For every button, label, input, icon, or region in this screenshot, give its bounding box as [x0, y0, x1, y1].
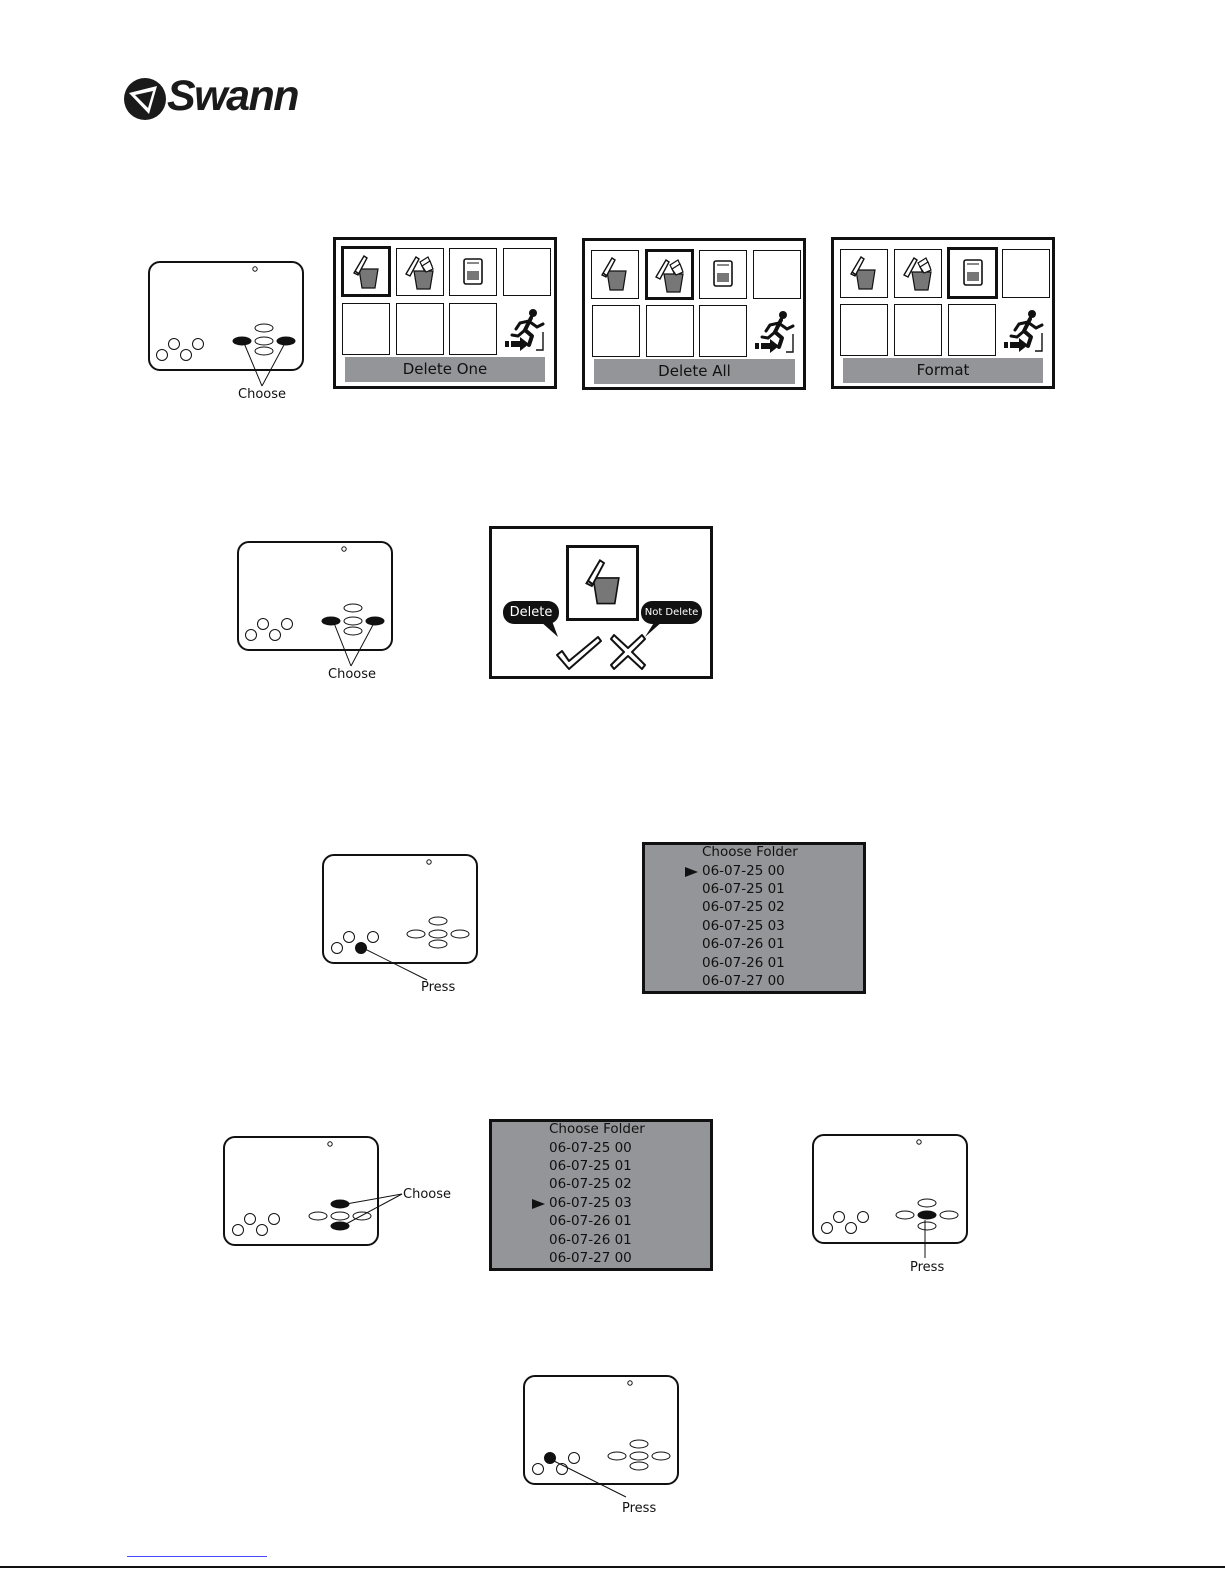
folder-item[interactable]: 06-07-27 00 — [549, 1250, 632, 1266]
swann-logo: Swann — [123, 74, 313, 126]
folder-item[interactable]: 06-07-25 03 — [549, 1195, 632, 1211]
empty-cell — [699, 305, 747, 357]
choose-label: Choose — [238, 387, 286, 402]
delete-all-icon — [898, 253, 938, 293]
press-pointer-line — [920, 1220, 930, 1260]
exit-running-man-icon — [503, 306, 549, 352]
delete-one-icon — [577, 555, 631, 609]
exit-cell[interactable] — [503, 303, 551, 355]
delete-one-preview — [566, 545, 639, 621]
delete-one-icon — [347, 252, 387, 292]
choose-pointer-lines — [230, 340, 310, 390]
format-cell[interactable] — [699, 250, 747, 299]
selection-arrow-icon — [532, 1199, 545, 1209]
exit-running-man-icon — [753, 308, 799, 354]
choose-label: Choose — [328, 667, 376, 682]
folder-item[interactable]: 06-07-26 01 — [702, 955, 785, 971]
press-pointer-line — [546, 1455, 636, 1500]
press-label: Press — [421, 980, 455, 995]
empty-cell — [753, 250, 801, 299]
delete-confirm-dialog: Delete Not Delete — [489, 526, 713, 679]
selection-arrow-icon — [685, 867, 698, 877]
empty-cell — [449, 303, 497, 355]
folder-item[interactable]: 06-07-25 02 — [702, 899, 785, 915]
delete-all-icon — [400, 252, 440, 292]
delete-one-cell[interactable] — [341, 246, 391, 297]
folder-item[interactable]: 06-07-26 01 — [702, 936, 785, 952]
delete-all-cell[interactable] — [396, 248, 444, 296]
empty-cell — [894, 304, 942, 356]
footer-link-underline[interactable] — [127, 1556, 267, 1557]
delete-all-cell[interactable] — [894, 249, 942, 298]
folder-item[interactable]: 06-07-25 01 — [549, 1158, 632, 1174]
folder-list-title: Choose Folder — [702, 844, 798, 860]
empty-cell — [396, 303, 444, 355]
empty-cell — [646, 305, 694, 357]
sd-card-icon — [453, 252, 493, 292]
choose-label: Choose — [403, 1187, 451, 1202]
empty-cell — [503, 248, 551, 296]
sd-card-icon — [953, 253, 993, 293]
press-pointer-line — [355, 940, 435, 985]
swann-logo-icon — [123, 76, 167, 122]
choose-pointer-lines — [340, 1190, 410, 1230]
delete-one-icon — [595, 254, 635, 294]
footer-rule — [0, 1566, 1225, 1568]
delete-all-icon — [650, 255, 690, 295]
empty-cell — [840, 304, 888, 356]
menu-caption: Format — [843, 358, 1043, 383]
folder-list-screen: Choose Folder 06-07-25 00 06-07-25 01 06-0… — [642, 842, 866, 994]
cross-icon[interactable] — [610, 633, 646, 671]
empty-cell — [342, 303, 390, 355]
folder-list-screen: Choose Folder 06-07-25 00 06-07-25 01 06-0… — [489, 1119, 713, 1271]
folder-item[interactable]: 06-07-25 03 — [702, 918, 785, 934]
menu-screen-delete-one: Delete One — [333, 237, 557, 389]
folder-item[interactable]: 06-07-26 01 — [549, 1213, 632, 1229]
folder-item[interactable]: 06-07-25 00 — [702, 863, 785, 879]
brand-name: Swann — [167, 72, 298, 121]
exit-cell[interactable] — [753, 305, 801, 357]
delete-label: Delete — [510, 605, 553, 620]
folder-item[interactable]: 06-07-25 02 — [549, 1176, 632, 1192]
folder-list-title: Choose Folder — [549, 1121, 645, 1137]
menu-caption: Delete One — [345, 357, 545, 382]
camera-diagram — [812, 1134, 968, 1244]
exit-cell[interactable] — [1002, 304, 1050, 356]
menu-screen-delete-all: Delete All — [582, 238, 806, 390]
delete-one-icon — [844, 253, 884, 293]
not-delete-label: Not Delete — [645, 607, 699, 618]
empty-cell — [592, 305, 640, 357]
folder-item[interactable]: 06-07-25 01 — [702, 881, 785, 897]
sd-card-icon — [703, 254, 743, 294]
delete-one-cell[interactable] — [840, 249, 888, 298]
menu-screen-format: Format — [831, 237, 1055, 389]
press-label: Press — [910, 1260, 944, 1275]
empty-cell — [1002, 249, 1050, 298]
delete-one-cell[interactable] — [591, 250, 639, 299]
menu-caption: Delete All — [594, 359, 795, 384]
folder-item[interactable]: 06-07-25 00 — [549, 1140, 632, 1156]
empty-cell — [948, 304, 996, 356]
folder-item[interactable]: 06-07-26 01 — [549, 1232, 632, 1248]
format-cell[interactable] — [449, 248, 497, 296]
exit-running-man-icon — [1002, 307, 1048, 353]
folder-item[interactable]: 06-07-27 00 — [702, 973, 785, 989]
press-label: Press — [622, 1501, 656, 1516]
format-cell[interactable] — [947, 247, 998, 299]
delete-all-cell[interactable] — [645, 249, 694, 300]
checkmark-icon[interactable] — [555, 631, 603, 673]
choose-pointer-lines — [320, 620, 400, 670]
